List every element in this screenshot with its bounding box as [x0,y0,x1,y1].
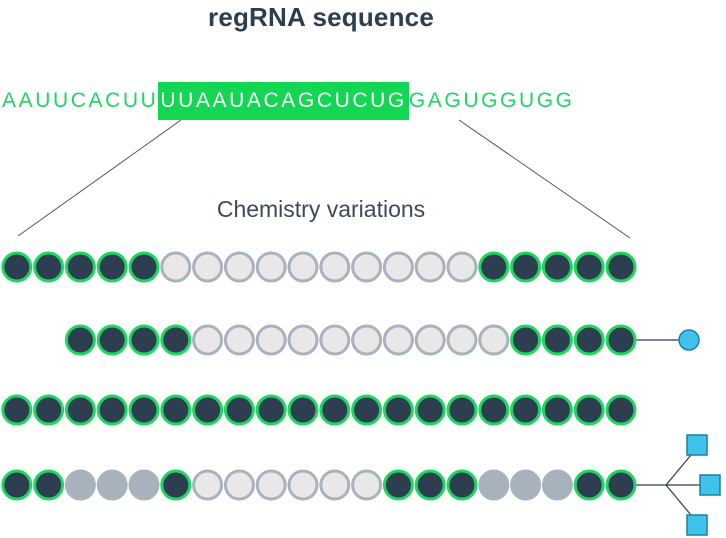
ligand-square-1 [686,434,708,456]
bead-dark [510,394,542,426]
bead-light [478,324,510,356]
bead-mid [541,469,573,501]
strand-3 [1,394,637,426]
bead-dark [605,394,637,426]
bead-light [319,469,351,501]
sequence-flank-right: GAGUGGUGG [408,89,575,112]
bead-dark [96,251,128,283]
bead-light [192,251,224,283]
bead-light [287,469,319,501]
bead-dark [192,394,224,426]
bead-dark [223,394,255,426]
bead-light [223,251,255,283]
bead-light [319,251,351,283]
bead-light [255,469,287,501]
bead-light [351,251,383,283]
bead-dark [160,324,192,356]
bead-dark [541,394,573,426]
bead-light [351,469,383,501]
bead-light [287,251,319,283]
bead-mid [510,469,542,501]
bead-light [223,469,255,501]
bead-light [414,324,446,356]
bead-dark [1,469,33,501]
chemistry-variations-heading: Chemistry variations [216,196,426,222]
bead-light [446,251,478,283]
bead-dark [446,469,478,501]
bead-dark [64,324,96,356]
bead-light [446,324,478,356]
bead-dark [605,324,637,356]
bead-dark [573,251,605,283]
sequence-flank-left: AAUUCACUU [2,89,159,112]
bead-light [382,324,414,356]
bead-dark [33,469,65,501]
bead-dark [541,324,573,356]
bead-dark [64,251,96,283]
bead-dark [382,469,414,501]
bead-light [255,251,287,283]
bead-dark [414,394,446,426]
ligand-square-3 [686,514,708,536]
bead-dark [510,251,542,283]
strand-1 [1,251,637,283]
bead-dark [1,394,33,426]
bead-dark [510,324,542,356]
strand-4 [1,434,721,536]
bead-mid [478,469,510,501]
bead-dark [605,469,637,501]
strand-2 [64,324,700,356]
bead-light [192,469,224,501]
bead-light [192,324,224,356]
ligand-square-2 [699,474,721,496]
bead-mid [128,469,160,501]
bead-dark [1,251,33,283]
bead-dark [319,394,351,426]
bead-dark [160,469,192,501]
bead-dark [573,324,605,356]
bead-dark [96,324,128,356]
bead-mid [96,469,128,501]
bead-dark [446,394,478,426]
bead-light [160,251,192,283]
page-title: regRNA sequence [208,2,434,32]
bead-dark [33,251,65,283]
bead-mid [64,469,96,501]
bead-light [319,324,351,356]
bead-light [287,324,319,356]
bead-dark [478,251,510,283]
bead-light [382,251,414,283]
bead-dark [573,394,605,426]
bead-dark [287,394,319,426]
bead-dark [382,394,414,426]
bead-dark [414,469,446,501]
bead-dark [64,394,96,426]
bead-dark [541,251,573,283]
bead-dark [128,251,160,283]
bead-light [255,324,287,356]
zoom-line-left [17,119,182,237]
rna-sequence: AAUUCACUU UUAAUACAGCUCUG GAGUGGUGG [2,82,575,120]
bead-strands [1,251,721,536]
conjugate-circle [678,329,700,351]
zoom-line-right [458,119,631,239]
bead-dark [573,469,605,501]
bead-dark [128,324,160,356]
bead-dark [351,394,383,426]
bead-dark [96,394,128,426]
bead-dark [605,251,637,283]
bead-dark [128,394,160,426]
bead-light [351,324,383,356]
sequence-target-region: UUAAUACAGCUCUG [158,82,409,120]
bead-light [414,251,446,283]
bead-dark [255,394,287,426]
bead-light [223,324,255,356]
bead-dark [478,394,510,426]
bead-dark [160,394,192,426]
bead-dark [33,394,65,426]
